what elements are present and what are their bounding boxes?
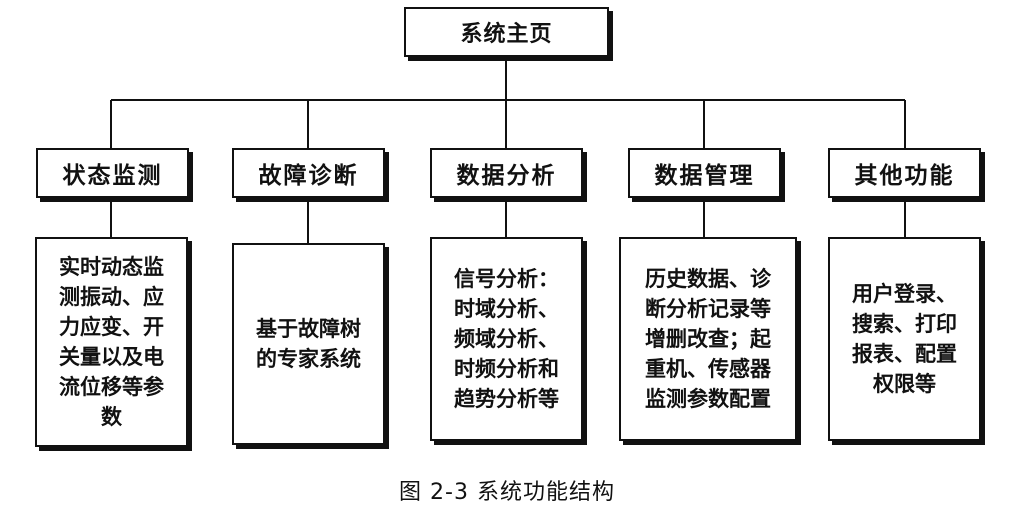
module-label: 状态监测 [62, 162, 163, 189]
detail-text: 基于故障树 的专家系统 [256, 316, 361, 371]
detail-text: 历史数据、诊 断分析记录等 增删改查；起 重机、传感器 监测参数配置 [645, 266, 771, 411]
module-node-other-functions: 其他功能 [828, 148, 981, 198]
module-label: 数据分析 [456, 162, 557, 189]
detail-text: 实时动态监 测振动、应 力应变、开 关量以及电 流位移等参 数 [59, 254, 164, 429]
detail-node-status-monitoring: 实时动态监 测振动、应 力应变、开 关量以及电 流位移等参 数 [35, 237, 188, 447]
detail-node-data-analysis: 信号分析： 时域分析、 频域分析、 时频分析和 趋势分析等 [430, 237, 583, 441]
detail-node-other-functions: 用户登录、 搜索、打印 报表、配置 权限等 [828, 237, 981, 441]
root-node: 系统主页 [404, 7, 609, 57]
module-label: 数据管理 [654, 162, 755, 189]
module-label: 故障诊断 [258, 162, 359, 189]
detail-node-fault-diagnosis: 基于故障树 的专家系统 [232, 243, 385, 445]
detail-text: 信号分析： 时域分析、 频域分析、 时频分析和 趋势分析等 [454, 266, 559, 411]
detail-node-data-management: 历史数据、诊 断分析记录等 增删改查；起 重机、传感器 监测参数配置 [619, 237, 797, 441]
module-node-status-monitoring: 状态监测 [36, 148, 189, 198]
module-node-data-management: 数据管理 [628, 148, 781, 198]
root-label: 系统主页 [460, 21, 553, 47]
module-label: 其他功能 [854, 162, 955, 189]
detail-text: 用户登录、 搜索、打印 报表、配置 权限等 [852, 281, 957, 396]
module-node-fault-diagnosis: 故障诊断 [232, 148, 385, 198]
module-node-data-analysis: 数据分析 [430, 148, 583, 198]
figure-caption: 图 2-3 系统功能结构 [399, 480, 615, 505]
